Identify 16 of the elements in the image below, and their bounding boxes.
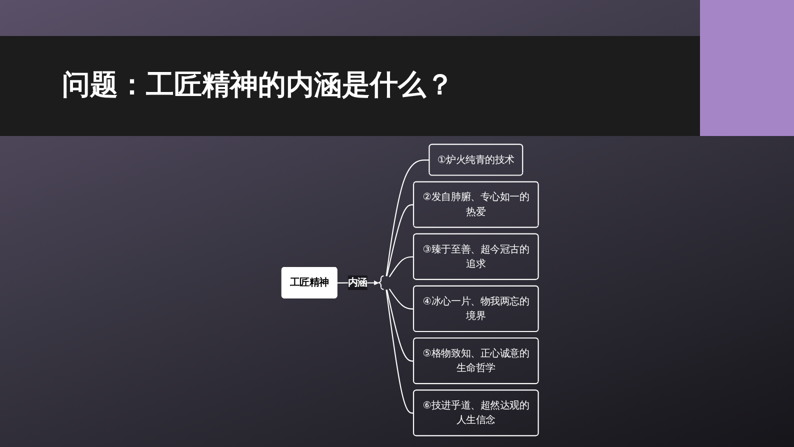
node-text: ②发自肺腑、专心如一的热爱 bbox=[422, 192, 530, 218]
arrow bbox=[337, 280, 379, 286]
connector bbox=[386, 290, 414, 362]
connector bbox=[386, 204, 414, 276]
connector bbox=[388, 288, 414, 310]
node-text: ⑤格物致知、正心诚意的生命哲学 bbox=[422, 348, 530, 374]
title: 问题：工匠精神的内涵是什么？ bbox=[62, 67, 454, 103]
node-text: ⑥技进乎道、超然达观的人生信念 bbox=[422, 400, 530, 426]
node-bracket bbox=[378, 275, 384, 290]
edge-label: 内涵 bbox=[348, 276, 368, 288]
connector bbox=[386, 159, 430, 276]
node-text: ③臻于至善、超今冠古的追求 bbox=[422, 244, 530, 270]
node-text: ④冰心一片、物我两忘的境界 bbox=[422, 296, 530, 322]
connector bbox=[388, 256, 414, 278]
node-text: ①炉火纯青的技术 bbox=[437, 154, 514, 166]
connector bbox=[386, 290, 414, 414]
